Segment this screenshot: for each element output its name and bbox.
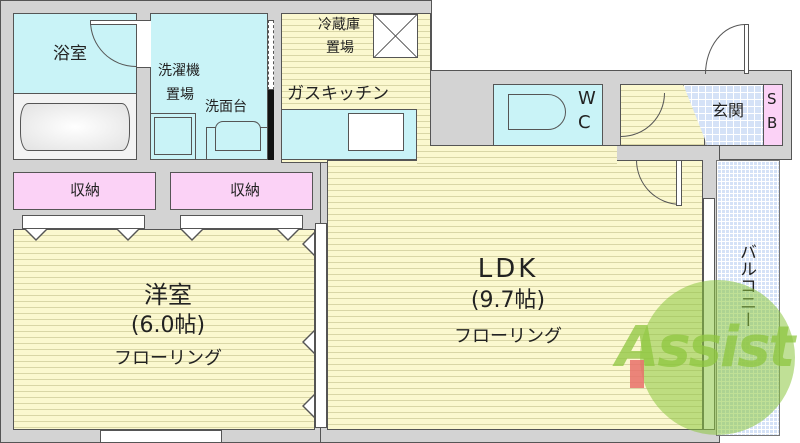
front-door-swing (705, 24, 745, 74)
toilet (508, 94, 566, 130)
ldk-floor: フローリング (454, 326, 562, 347)
closet-door-marker (180, 229, 204, 241)
closet-door-marker (276, 229, 300, 241)
storage-right-door (180, 215, 303, 229)
closet-door-marker (116, 229, 140, 241)
washbasin-bowl (215, 121, 261, 151)
storage-right-label: 収納 (229, 181, 261, 199)
storage-left-door (22, 215, 145, 229)
wc-label-c: C (578, 112, 591, 133)
bathtub-basin (20, 103, 130, 151)
western-room-window (100, 430, 222, 443)
sliding-door-marker (302, 330, 314, 354)
washer-space-label-2: 置場 (166, 87, 194, 103)
entrance-label: 玄関 (712, 101, 745, 120)
western-room-name: 洋室 (144, 281, 192, 309)
ldk-size: (9.7帖) (470, 288, 546, 313)
gas-kitchen-label: ガスキッチン (287, 84, 389, 104)
shoe-box (763, 84, 783, 146)
sliding-door-marker (302, 232, 314, 256)
washroom-partition (268, 90, 274, 160)
fridge-space-label-1: 冷蔵庫 (318, 17, 360, 33)
sliding-door-marker (302, 394, 314, 418)
shoe-box-label-s: S (767, 90, 777, 108)
partition-sliding-doors (315, 223, 327, 428)
front-door (744, 24, 749, 74)
assist-logo-circle (640, 280, 795, 435)
assist-logo-text: Assist (616, 315, 795, 380)
storage-left (13, 172, 156, 210)
ldk-name: LDK (477, 254, 539, 284)
western-room (13, 229, 315, 430)
fridge-space-box (373, 14, 418, 58)
closet-door-marker (24, 229, 48, 241)
western-room-floor: フローリング (114, 348, 222, 369)
fridge-space-label-2: 置場 (326, 40, 354, 56)
washroom-doorway (137, 20, 151, 68)
bathroom-label: 浴室 (53, 44, 87, 64)
washroom-sliding-door (268, 20, 274, 90)
storage-right (170, 172, 313, 210)
assist-logo-accent (630, 360, 644, 388)
wc-label-w: W (578, 88, 596, 109)
washer-space-label-1: 洗濯機 (158, 63, 200, 79)
washing-machine-pan (150, 113, 196, 160)
entrance (683, 84, 765, 146)
kitchen-sink (348, 113, 404, 151)
shoe-box-label-b: B (767, 114, 778, 132)
washing-machine-pan-inner (154, 117, 192, 155)
storage-left-label: 収納 (69, 181, 101, 199)
western-room-size: (6.0帖) (130, 313, 206, 338)
ldk-door (676, 160, 682, 206)
ldk-kitchen-link (417, 146, 617, 166)
washbasin-label: 洗面台 (205, 99, 247, 115)
bathroom-door (90, 20, 138, 25)
